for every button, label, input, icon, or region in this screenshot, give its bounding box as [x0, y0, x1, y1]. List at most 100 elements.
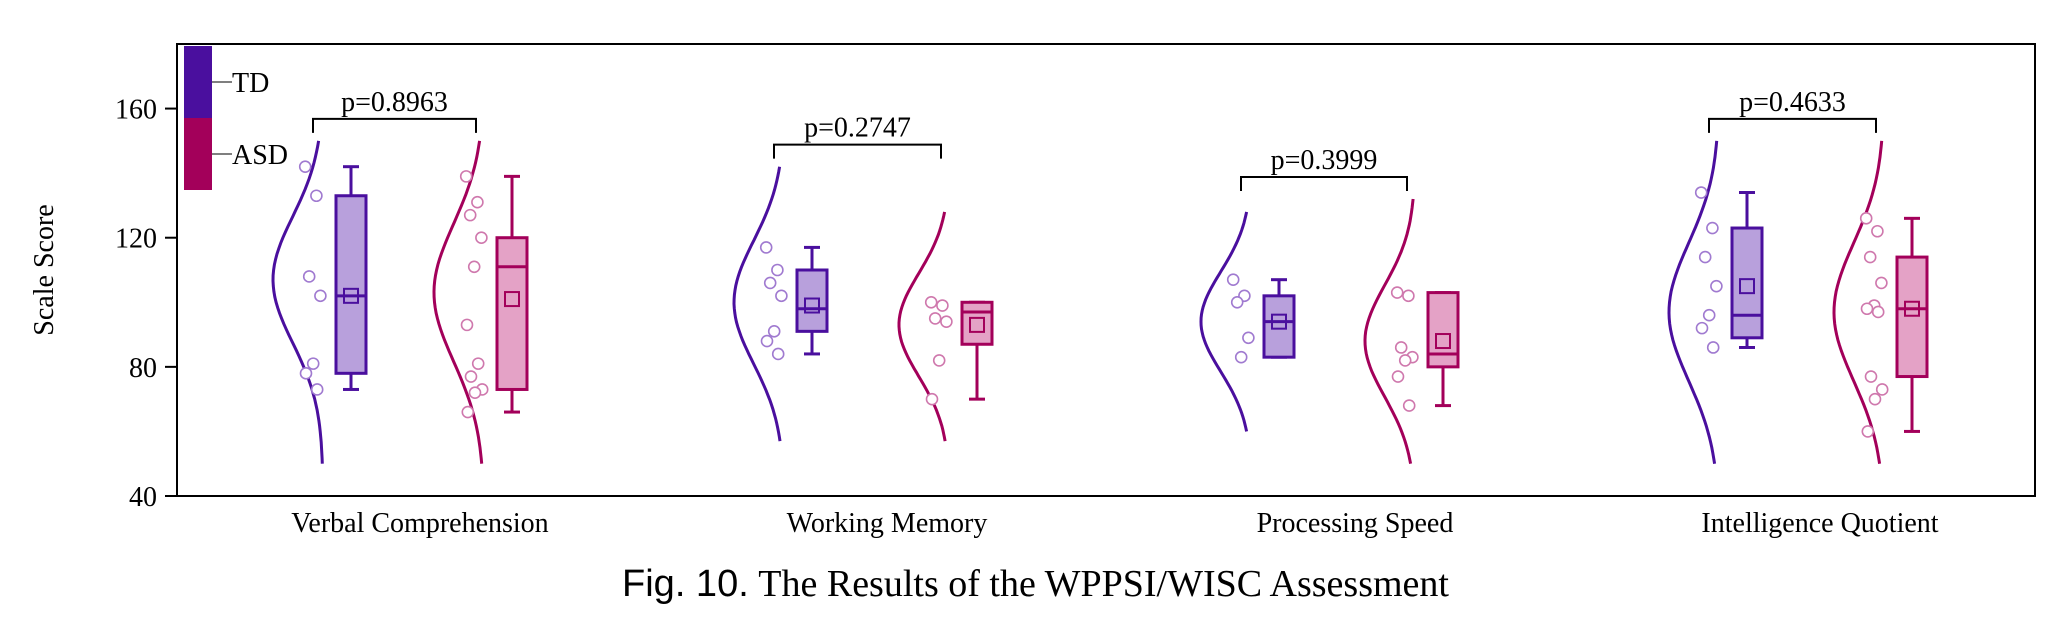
significance-bracket	[1708, 117, 1877, 133]
box	[1730, 226, 1764, 340]
plot-frame	[176, 43, 2036, 497]
y-tick-label: 40	[129, 482, 157, 513]
significance-bracket	[773, 143, 942, 159]
data-point	[771, 347, 785, 361]
data-point	[1234, 350, 1248, 364]
data-point	[1698, 250, 1712, 264]
box	[1895, 255, 1929, 379]
y-axis-label: Scale Score	[29, 204, 60, 335]
box	[795, 268, 829, 333]
data-point	[1695, 321, 1709, 335]
data-point	[763, 276, 777, 290]
data-point	[299, 367, 313, 380]
violin-td	[1199, 211, 1249, 432]
mean-marker	[969, 316, 985, 333]
box	[334, 194, 368, 375]
violin-asd	[432, 140, 484, 464]
x-category-label: Working Memory	[787, 508, 988, 539]
data-point	[463, 208, 477, 222]
legend-label-td: TD	[232, 68, 269, 99]
data-point	[1875, 383, 1889, 396]
data-point	[1706, 341, 1720, 354]
data-point	[1871, 305, 1885, 319]
mean-marker	[343, 287, 359, 304]
data-point	[928, 312, 942, 325]
x-category-label: Processing Speed	[1257, 508, 1454, 539]
data-point	[314, 289, 327, 303]
x-category-label: Verbal Comprehension	[291, 508, 548, 539]
data-point	[298, 160, 312, 173]
box-group-td	[1199, 211, 1296, 432]
violin-asd	[897, 211, 947, 442]
data-point	[1871, 224, 1884, 238]
data-point	[1390, 286, 1404, 299]
box	[960, 300, 994, 346]
violin-td	[1667, 140, 1719, 464]
data-point	[461, 405, 475, 419]
data-point	[940, 315, 953, 328]
mean-marker	[1271, 313, 1287, 330]
legend-swatch-asd	[184, 118, 212, 190]
box-group-td	[1667, 140, 1764, 464]
box-group-td	[732, 166, 829, 442]
data-point	[1694, 186, 1708, 199]
data-point	[924, 295, 938, 309]
data-point	[1242, 331, 1255, 345]
data-point	[468, 386, 482, 399]
mean-marker	[504, 291, 520, 308]
legend-swatch-td	[184, 46, 212, 118]
data-point	[1859, 212, 1873, 225]
violin-asd	[1832, 140, 1884, 464]
data-point	[471, 195, 484, 209]
box	[495, 236, 529, 391]
data-point	[302, 270, 316, 283]
box-group-asd	[432, 140, 529, 464]
y-tick-label: 120	[115, 224, 157, 255]
mean-marker	[1435, 333, 1451, 350]
data-point	[1868, 392, 1882, 406]
data-point	[925, 392, 939, 406]
data-point	[310, 383, 324, 396]
data-point	[1710, 279, 1723, 293]
data-point	[1706, 221, 1719, 235]
data-point	[1230, 295, 1244, 309]
data-point	[1402, 289, 1415, 303]
data-point	[767, 325, 781, 338]
data-point	[1398, 354, 1412, 367]
data-point	[475, 231, 488, 245]
data-point	[932, 354, 946, 367]
data-point	[467, 260, 481, 274]
data-point	[760, 334, 774, 348]
data-point	[775, 289, 788, 303]
mean-marker	[1904, 300, 1920, 317]
data-point	[1860, 302, 1874, 316]
data-point	[771, 263, 784, 277]
legend-label-asd: ASD	[232, 140, 288, 171]
x-axis: Verbal Comprehension Working Memory Proces…	[291, 508, 1938, 539]
box-group-asd	[1363, 198, 1460, 465]
data-point	[464, 370, 478, 383]
violin-asd	[1363, 198, 1415, 465]
box-group-asd	[1832, 140, 1929, 464]
figure-caption: Fig. 10. The Results of the WPPSI/WISC A…	[0, 562, 2071, 606]
data-point	[936, 299, 949, 312]
p-value-label: p=0.3999	[1271, 145, 1378, 176]
data-point	[1394, 341, 1408, 354]
x-category-label: Intelligence Quotient	[1701, 508, 1938, 539]
data-point	[1864, 370, 1878, 383]
p-value-label: p=0.8963	[341, 87, 448, 118]
p-value-label: p=0.4633	[1739, 87, 1846, 118]
y-tick-label: 160	[115, 95, 157, 126]
data-point	[460, 318, 474, 332]
data-point	[1391, 370, 1405, 383]
violin-td	[271, 140, 324, 464]
mean-marker	[1739, 278, 1755, 295]
data-point	[310, 189, 323, 203]
data-point	[1702, 308, 1716, 322]
data-point	[471, 357, 485, 370]
data-point	[1402, 399, 1416, 412]
significance-bracket	[312, 117, 477, 133]
data-point	[459, 170, 473, 183]
